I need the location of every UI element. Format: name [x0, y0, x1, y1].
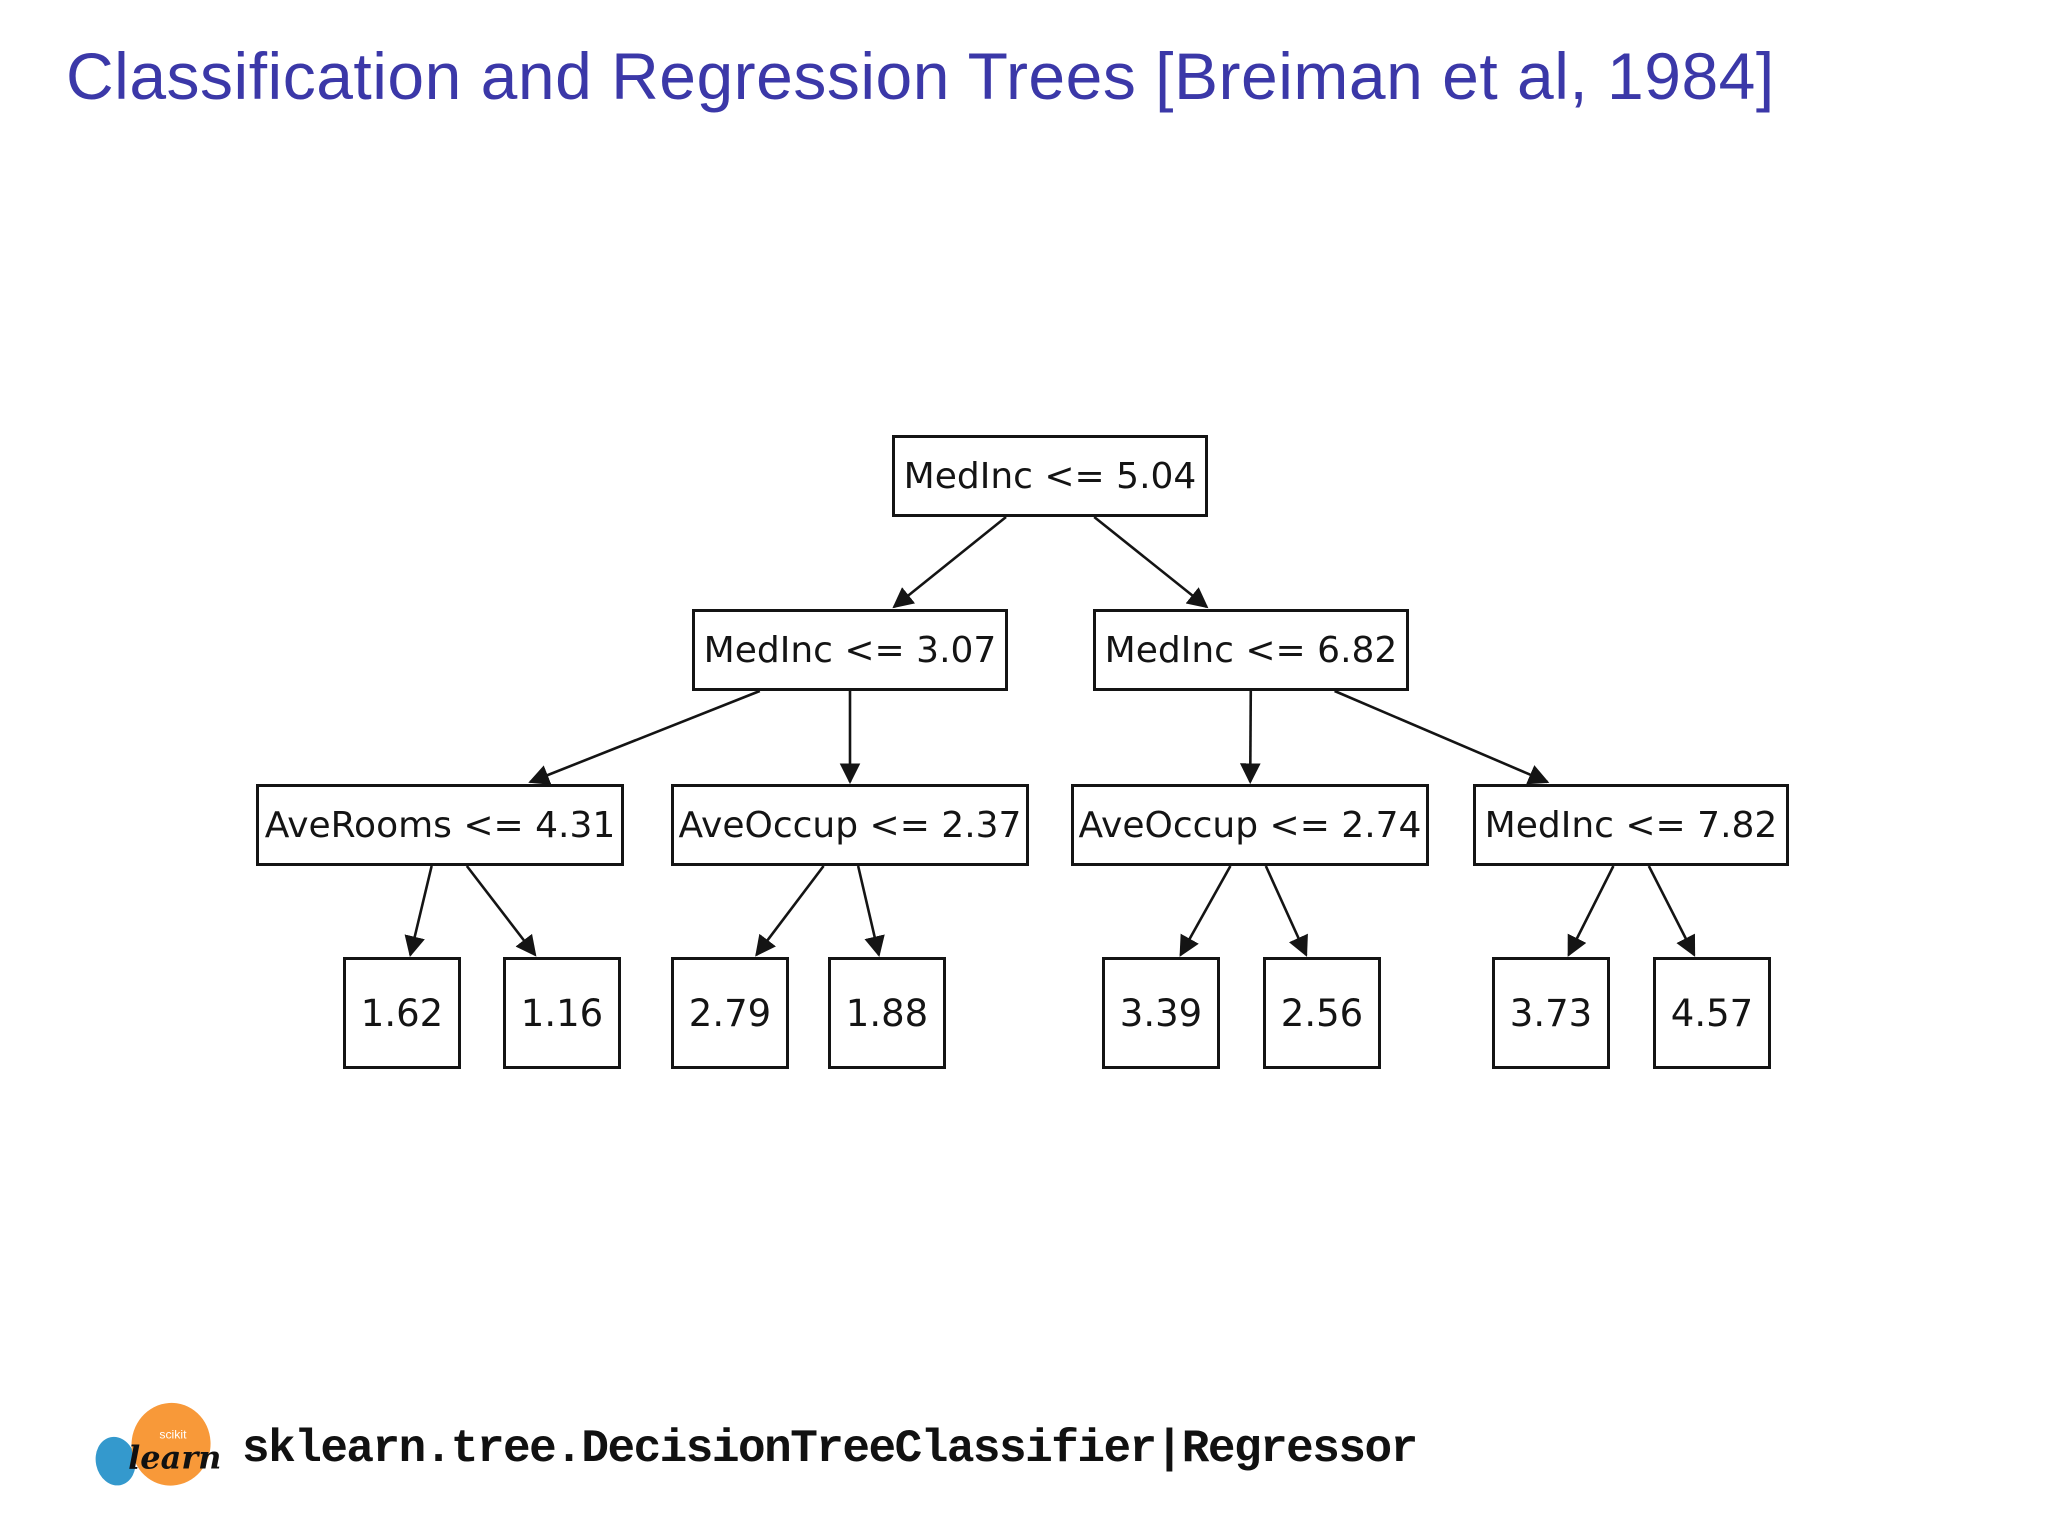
- tree-edge-n3a-l2: [465, 865, 537, 957]
- tree-edge-n2r-n3c: [1239, 690, 1261, 785]
- logo-learn-text: learn: [128, 1439, 221, 1477]
- tree-node-l7: 3.73: [1492, 957, 1610, 1069]
- tree-edge-n3c-l6: [1264, 865, 1308, 957]
- tree-edge-n3b-l3: [755, 865, 825, 957]
- footer: scikit learn sklearn.tree.DecisionTreeCl…: [0, 1395, 2048, 1505]
- sklearn-code-label: sklearn.tree.DecisionTreeClassifier|Regr…: [242, 1423, 1418, 1475]
- tree-edge-n3d-l8: [1647, 865, 1696, 957]
- tree-node-l1: 1.62: [343, 957, 461, 1069]
- tree-node-n2r: MedInc <= 6.82: [1093, 609, 1409, 691]
- tree-edge-n3c-l5: [1179, 865, 1232, 957]
- tree-node-l6: 2.56: [1263, 957, 1381, 1069]
- tree-edge-n3b-l4: [856, 865, 885, 958]
- tree-node-l4: 1.88: [828, 957, 946, 1069]
- logo-scikit-text: scikit: [159, 1428, 187, 1442]
- tree-edge-n2r-n3d: [1334, 689, 1550, 785]
- slide-title: Classification and Regression Trees [Bre…: [66, 39, 1775, 113]
- tree-node-n3c: AveOccup <= 2.74: [1071, 784, 1429, 866]
- tree-node-n3a: AveRooms <= 4.31: [256, 784, 624, 866]
- tree-edge-root-n2r: [1093, 515, 1209, 609]
- tree-node-root: MedInc <= 5.04: [892, 435, 1208, 517]
- tree-node-n3d: MedInc <= 7.82: [1473, 784, 1789, 866]
- tree-edge-n2l-n3a: [528, 689, 761, 785]
- tree-edge-root-n2l: [892, 515, 1007, 609]
- tree-node-l3: 2.79: [671, 957, 789, 1069]
- logo-orange-blob-icon: [131, 1402, 211, 1486]
- tree-node-l5: 3.39: [1102, 957, 1220, 1069]
- tree-node-l2: 1.16: [503, 957, 621, 1069]
- tree-node-n3b: AveOccup <= 2.37: [671, 784, 1029, 866]
- logo-blue-blob-icon: [95, 1436, 136, 1486]
- scikit-learn-logo: scikit learn: [95, 1402, 221, 1486]
- tree-edge-n3a-l1: [404, 865, 433, 958]
- tree-node-l8: 4.57: [1653, 957, 1771, 1069]
- tree-edge-n3d-l7: [1567, 865, 1615, 957]
- tree-node-n2l: MedInc <= 3.07: [692, 609, 1008, 691]
